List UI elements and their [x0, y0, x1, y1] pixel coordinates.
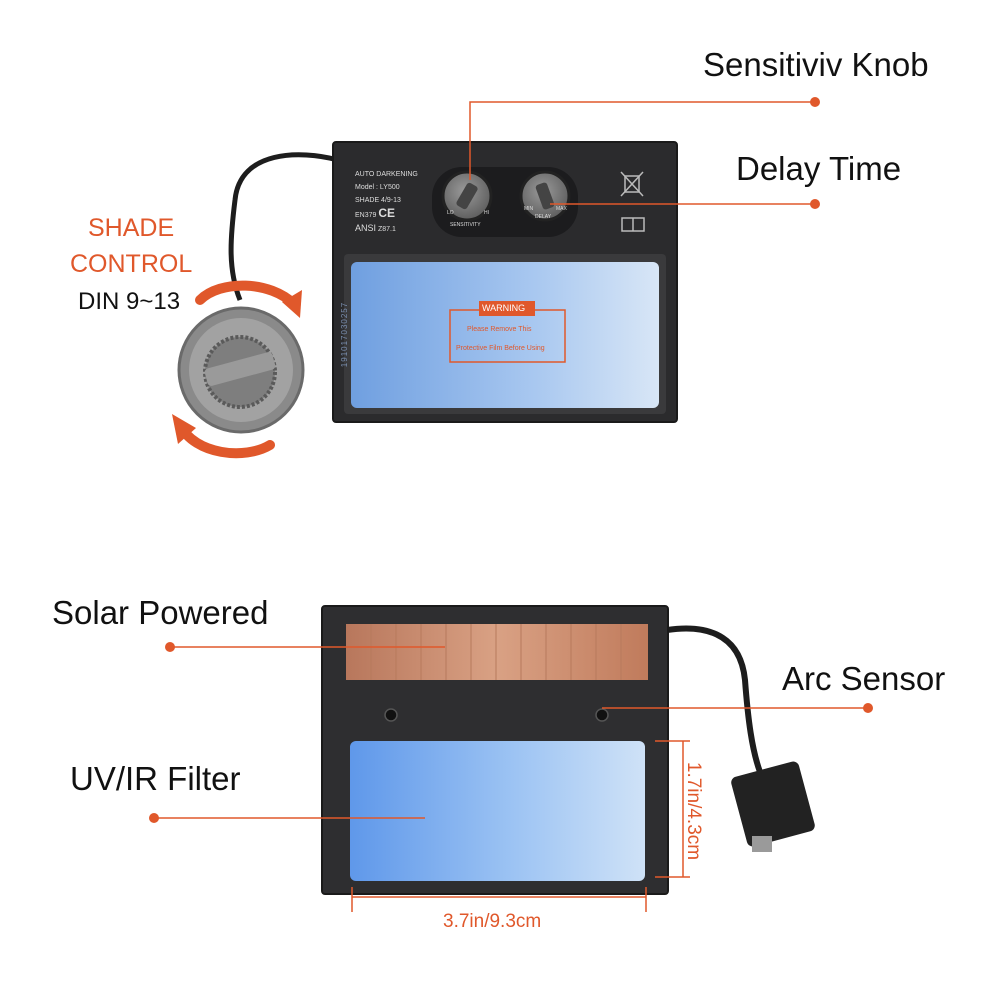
- uv-ir-filter-lens: [350, 741, 645, 881]
- shade-label: SHADE: [88, 214, 175, 242]
- solar-powered-label: Solar Powered: [52, 594, 269, 631]
- solar-panel: [346, 624, 648, 680]
- auto-darkening-cartridge-front: [332, 141, 678, 423]
- panel-line-e: ANSI Z87.1: [355, 223, 396, 233]
- arc-sensor-right: [595, 708, 609, 722]
- panel-line-a: AUTO DARKENING: [355, 171, 418, 178]
- arc-sensor-left: [384, 708, 398, 722]
- warning-title: WARNING: [482, 303, 526, 313]
- shade-control-knob: [177, 306, 305, 434]
- delay-time-label: Delay Time: [736, 150, 902, 187]
- uv-ir-filter-label: UV/IR Filter: [70, 760, 241, 797]
- width-dimension: [351, 887, 647, 912]
- auto-darkening-cartridge-back: [321, 605, 669, 895]
- sensor-cable: [666, 625, 763, 774]
- knob-hi-label: HI: [484, 210, 489, 216]
- knob-min-label: MIN: [524, 206, 534, 212]
- panel-line-c: SHADE 4/9-13: [355, 197, 401, 204]
- control-label: CONTROL: [70, 250, 193, 278]
- filter-lens: [351, 262, 659, 408]
- rotate-arrow-top: [195, 280, 300, 310]
- arc-sensor-label: Arc Sensor: [782, 660, 946, 697]
- no-trash-icon: [620, 171, 644, 197]
- knob-sens-label: SENSITIVITY: [450, 222, 481, 228]
- sensitivity-knob-label: Sensitiviv Knob: [703, 46, 929, 83]
- din-range-label: DIN 9~13: [78, 288, 181, 315]
- width-label: 3.7in/9.3cm: [443, 911, 542, 932]
- cable: [228, 152, 339, 301]
- warning-line-2: Protective Film Before Using: [456, 345, 545, 352]
- knob-max-label: MAX: [556, 206, 567, 212]
- panel-line-b: Model : LY500: [355, 184, 400, 191]
- sensitivity-leader: [469, 101, 815, 180]
- warning-line-1: Please Remove This: [467, 326, 532, 333]
- height-label: 1.7in/4.3cm: [683, 761, 705, 861]
- knob-lo-label: LO: [447, 210, 454, 216]
- panel-print: AUTO DARKENING Model : LY500 SHADE 4/9-1…: [355, 168, 418, 236]
- panel-line-d: EN379 CE: [355, 206, 396, 220]
- connector-plug: [731, 761, 815, 852]
- knob-delay-label: DELAY: [535, 214, 552, 220]
- solar-cell-grid: [370, 624, 622, 680]
- height-dimension: [655, 740, 690, 878]
- manual-book-icon: [621, 217, 645, 232]
- serial-number: 19101703025​7: [340, 301, 350, 368]
